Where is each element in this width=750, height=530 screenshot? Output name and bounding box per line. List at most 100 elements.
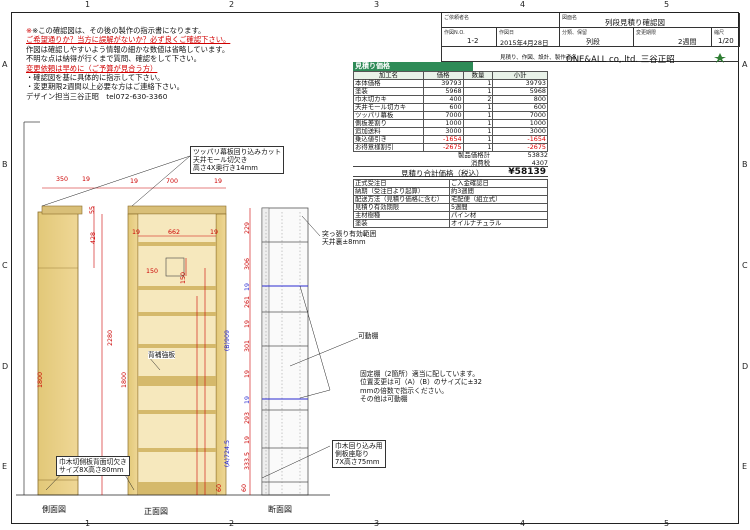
scale-cell: 縮尺 1/20 [712,28,740,47]
dim-top-19c: 19 [214,178,223,185]
note-line-4: 不明な点は納得が行くまで質問、確認をして下さい。 [26,54,201,64]
dim-in-19b: 19 [210,229,219,236]
callout-tension-line2: 天井裏±8mm [322,238,366,246]
client-label: ご依頼者名 [444,15,470,21]
callout-side-cut-line1: 巾木切側板背面切欠き [59,458,127,466]
subtotal-label: 製品価格計 [458,151,490,159]
dim-1800b: 1800 [121,372,128,389]
dim-s-19d: 19 [244,396,251,405]
dim-top-19a: 19 [82,176,91,183]
drawing-frame [11,12,739,524]
red-dimension-lines [42,187,251,495]
col-number-2-bottom: 2 [229,519,235,528]
callout-side-cut: 巾木切側板背面切欠き サイズ8X高さ80mm [56,456,130,476]
note-line-6: ・確認図を基に具体的に指示して下さい。 [26,73,165,83]
dim-s-261: 261 [244,296,251,309]
col-number-3: 3 [374,0,380,9]
info-value: オイルナチュラル [449,219,548,228]
note-line-1: ※※この確認図は、その後の製作の指示書になります。 [26,26,206,35]
dim-s-19c: 19 [244,370,251,379]
design-no: 1-2 [467,37,479,45]
scale-label: 縮尺 [714,30,725,36]
period-label: 変更期限 [636,30,657,36]
dim-s-293: 293 [244,412,251,425]
callout-top-cut-line2: 天井モール切欠き [193,156,248,164]
callout-baseboard-cut: 巾木回り込み用 側板座彫り 7X高さ75mm [332,440,386,468]
row-letter-b-right: B [742,160,748,169]
row-letter-e-right: E [742,462,748,471]
item-subtotal: -2675 [492,143,548,152]
callout-fixed-line2: 位置変更は可（A）（B）のサイズに±32 [360,378,483,387]
date-cell: 作図日 2015年4月28日 [497,28,560,47]
title-block: ご依頼者名 図面名 列段見積り確認図 作図N.O. 1-2 作図日 2015年4… [441,13,740,62]
dim-in-19a: 19 [132,229,141,236]
row-letter-b: B [2,160,8,169]
note-line-7: ・変更期限2週間以上必要な方はご連絡下さい。 [26,82,184,92]
callout-top-cut-line3: 高さ4X奥行き14mm [193,164,258,172]
callout-fixed-shelf: 固定棚（2箇所）適当に配しています。 位置変更は可（A）（B）のサイズに±32 … [360,370,483,404]
col-number-3-bottom: 3 [374,519,380,528]
callout-baseboard-line3: 7X高さ75mm [335,458,380,466]
date-value: 2015年4月28日 [500,39,549,47]
col-number-5-bottom: 5 [664,519,670,528]
callout-top-cut: ツッパリ幕板回り込みカット 天井モール切欠き 高さ4X奥行き14mm [190,146,285,174]
dim-s-19a: 19 [244,283,251,292]
front-view [127,205,227,496]
period-value: 2週間 [678,38,697,46]
leader-lines [41,155,359,491]
dim-top-19b: 19 [130,178,139,185]
item-qty: 1 [462,143,494,152]
company-name: ONE&ALL co,.ltd. 三谷正昭 [566,55,675,65]
period-cell: 変更期限 2週間 [634,28,712,47]
dim-s-306: 306 [244,258,251,271]
dim-55: 55 [89,206,96,215]
instruction-notes: ※※この確認図は、その後の製作の指示書になります。 ご希望通りか？当方に誤解がな… [26,26,326,101]
dim-150b: 150 [180,272,187,285]
table-row: 塗装オイルナチュラル [353,219,548,228]
callout-baseboard-line1: 巾木回り込み用 [335,442,383,450]
subtitle: 見積り、作図、設計、製作者名 [500,55,577,61]
row-letter-d: D [2,362,9,371]
callout-back-panel: 背補強板 [148,351,176,359]
section-view [261,207,309,496]
row-letter-a: A [2,60,8,69]
col-number-5: 5 [664,0,670,9]
col-number-4-bottom: 4 [520,519,526,528]
row-letter-d-right: D [742,362,749,371]
label-front-view: 正面図 [144,507,168,516]
row-letter-a-right: A [742,60,748,69]
dim-428: 428 [90,232,97,245]
callout-top-cut-line1: ツッパリ幕板回り込みカット [193,148,282,156]
tax-row: 消費税 4307 [353,158,548,168]
label-section-view: 断面図 [268,505,292,514]
tax-label: 消費税 [470,158,490,167]
col-number-2: 2 [229,0,235,9]
design-no-cell: 作図N.O. 1-2 [442,28,497,47]
callout-tension-line1: 突っ張り有効範囲 [322,230,377,238]
col-number-4: 4 [520,0,526,9]
total-row: 見積り合計価格（税込） ¥58139 [353,166,548,178]
note-line-3: 作図は確認しやすいよう情報の細かな数値は省略しています。 [26,44,230,54]
dim-s-60: 60 [216,484,223,493]
dim-s-19e: 19 [244,436,251,445]
dim-b-909: (B)909 [224,330,231,352]
col-number-1-bottom: 1 [85,519,91,528]
note-line-5: 変更依頼は早めに（ご予算が見合う方） [26,63,158,73]
class-label: 分類、保留 [562,30,588,36]
dim-s-19b: 19 [244,320,251,329]
date-label: 作図日 [499,30,515,36]
dim-2280: 2280 [107,330,114,347]
item-name: お得意様割引 [353,143,424,152]
tax-value: 4307 [531,158,548,167]
drawing-name-cell: 図面名 列段見積り確認図 [560,13,740,28]
note-line-2: ご希望通りか？当方に誤解がないか？必ず良くご確認下さい。 [26,35,231,45]
dim-150a: 150 [146,268,159,275]
callout-fixed-line3: mmの倍数で指示ください。 [360,386,449,395]
row-letter-e: E [2,462,8,471]
